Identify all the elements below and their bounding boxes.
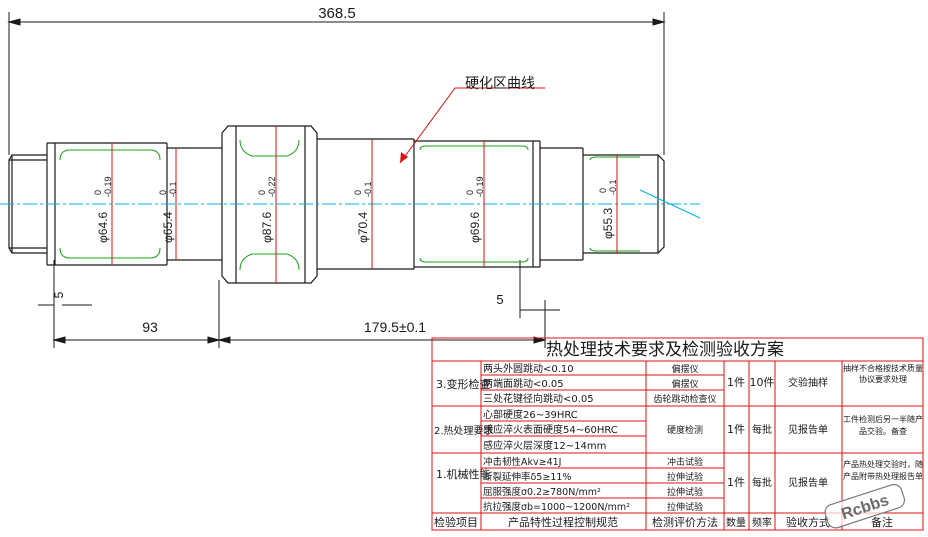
g1-method-1: 偏摆仪: [671, 363, 698, 375]
dia-4-label: φ70.4: [356, 212, 370, 243]
g2-qty: 1件: [727, 423, 745, 436]
center-lines: [0, 189, 701, 219]
g1-note-box: 抽样不合格按技术质量协议要求处理: [843, 364, 923, 384]
dim-5-left-text: 5: [52, 291, 66, 298]
g2-note-box: 工件检测后另一半随产品交验。备查: [843, 415, 923, 436]
g1-item: 3.变形检查: [436, 377, 491, 391]
g1-accept: 交验抽样: [788, 376, 828, 389]
g1-spec-1: 两头外圆跳动<0.10: [483, 362, 574, 375]
footer-method: 检测评价方法: [652, 515, 718, 529]
g2-note: 工件检测后另一半随产品交验。备查: [843, 415, 923, 436]
dia-6-tol-upper: 0: [598, 188, 608, 193]
dia-6-tol-lower: -0.1: [608, 179, 618, 195]
dia-4-tol-upper: 0: [353, 190, 363, 195]
g3-spec-2: 断裂延伸率δ5≥11%: [483, 471, 571, 483]
g2-accept: 见报告单: [788, 423, 828, 436]
g1-spec-3: 三处花键径向跳动<0.05: [483, 392, 594, 405]
dia-1-tol-upper: 0: [93, 190, 103, 195]
g3-note-box: 产品热处理交验时，随产品附带热处理报告单: [843, 460, 923, 481]
g1-method-3: 齿轮跳动检查仪: [653, 393, 716, 405]
dia-5-tol-upper: 0: [465, 190, 475, 195]
footer-note: 备注: [871, 515, 893, 529]
overall-length-text: 368.5: [318, 5, 356, 22]
dia-2-tol-upper: 0: [158, 190, 168, 195]
g2-freq: 每批: [752, 423, 772, 436]
g1-freq: 10件: [750, 376, 775, 389]
g1-qty: 1件: [727, 376, 745, 389]
g3-accept: 见报告单: [788, 476, 828, 489]
g3-method-4: 拉伸试验: [667, 501, 703, 513]
g2-method: 硬度检测: [667, 424, 703, 436]
table-title: 热处理技术要求及检测验收方案: [546, 340, 784, 360]
dim-93-text: 93: [142, 319, 158, 335]
inspection-table-grid: [431, 337, 924, 531]
g3-method-3: 拉伸试验: [667, 486, 703, 498]
dia-4-tol-lower: -0.1: [363, 181, 373, 197]
dia-1-tol-lower: -0.19: [103, 176, 113, 197]
g3-spec-3: 屈服强度σ0.2≥780N/mm²: [483, 486, 601, 498]
hardened-zone-curves: [59, 139, 640, 271]
dimension-lines: [7, 12, 666, 348]
dia-3-label: φ87.6: [260, 212, 274, 243]
g3-note: 产品热处理交验时，随产品附带热处理报告单: [843, 460, 923, 481]
callout-text: 硬化区曲线: [465, 76, 535, 92]
g3-qty: 1件: [727, 476, 745, 489]
footer-freq: 频率: [752, 516, 772, 529]
g3-spec-4: 抗拉强度σb=1000~1200N/mm²: [483, 501, 630, 513]
footer-accept: 验收方式: [786, 515, 830, 529]
dia-6-label: φ55.3: [601, 208, 615, 239]
g3-freq: 每批: [752, 476, 772, 489]
g3-spec-1: 冲击韧性Akv≥41J: [483, 456, 561, 468]
diameter-labels: φ64.6 0 -0.19 φ65.4 0 -0.1 φ87.6 0 -0.22…: [93, 176, 618, 243]
dia-2-label: φ65.4: [161, 212, 175, 243]
dia-1-label: φ64.6: [96, 212, 110, 243]
g1-method-2: 偏摆仪: [671, 378, 698, 390]
g2-spec-3: 感应淬火层深度12~14mm: [483, 439, 606, 452]
g3-item: 1.机械性能: [436, 467, 491, 481]
g3-method-2: 拉伸试验: [667, 471, 703, 483]
diameter-lines: [111, 87, 618, 283]
dia-5-label: φ69.6: [468, 212, 482, 243]
callout-arrow: [400, 152, 408, 163]
g3-method-1: 冲击试验: [667, 456, 703, 468]
dia-5-tol-lower: -0.19: [475, 176, 485, 197]
dia-3-tol-upper: 0: [257, 190, 267, 195]
dim-179-text: 179.5±0.1: [364, 319, 426, 335]
footer-item: 检验项目: [434, 515, 478, 529]
footer-spec: 产品特性过程控制规范: [508, 515, 618, 529]
g1-note: 抽样不合格按技术质量协议要求处理: [843, 364, 923, 384]
g2-item: 2.热处理要求: [434, 424, 494, 437]
footer-qty: 数量: [726, 516, 746, 529]
dia-3-tol-lower: -0.22: [267, 176, 277, 197]
dia-2-tol-lower: -0.1: [168, 181, 178, 197]
g2-spec-1: 心部硬度26~39HRC: [483, 408, 578, 421]
dim-5-right-text: 5: [496, 292, 503, 307]
g1-spec-2: 两端面跳动<0.05: [483, 377, 564, 390]
g2-spec-2: 感应淬火表面硬度54~60HRC: [483, 423, 618, 436]
